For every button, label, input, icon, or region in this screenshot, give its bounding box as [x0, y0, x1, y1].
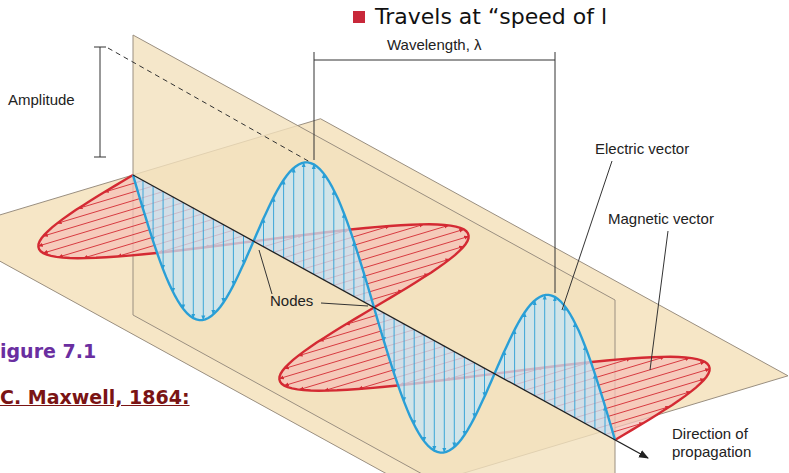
electric-vector: [313, 164, 314, 274]
electric-vector: [263, 218, 264, 247]
electric-vector: [394, 319, 395, 374]
node-leader: [321, 303, 368, 306]
electric-vector: [534, 301, 535, 396]
electric-vector: [223, 225, 224, 303]
electric-vector: [283, 180, 284, 258]
amplitude-bracket: [100, 47, 101, 157]
electric-vector: [404, 324, 405, 402]
electric-vector: [454, 352, 455, 447]
electric-vector: [484, 368, 485, 397]
figure-number: igure 7.1: [0, 340, 96, 363]
propagation-axis: [133, 175, 648, 458]
heading-text: Travels at “speed of l: [375, 4, 607, 30]
author-note: C. Maxwell, 1864:: [0, 386, 190, 409]
electric-curve: [374, 308, 495, 453]
electric-vector: [414, 330, 415, 425]
electric-vector: [323, 174, 324, 280]
electric-vector: [343, 213, 344, 291]
electric-lobe: [133, 175, 254, 320]
electric-vector: [434, 341, 435, 451]
electric-vector: [303, 163, 304, 269]
electric-vector: [353, 242, 354, 297]
amplitude-tick: [94, 157, 106, 158]
electric-vector: [233, 230, 234, 285]
wavelength-bracket: [314, 60, 555, 61]
electric-vector: [153, 186, 154, 241]
electric-vector: [213, 219, 214, 314]
electric-vector: [333, 190, 334, 285]
amplitude-label: Amplitude: [8, 91, 75, 109]
electric-vector: [554, 297, 555, 407]
electric-vector: [173, 197, 174, 292]
wavelength-tick: [314, 52, 315, 160]
electric-vector: [203, 214, 204, 320]
electric-vector: [193, 208, 194, 318]
electric-curve: [133, 175, 254, 320]
electric-vector: [594, 374, 595, 429]
electric-vector: [574, 323, 575, 418]
nodes-label: Nodes: [270, 292, 313, 310]
electric-vector: [163, 192, 164, 270]
magnetic-vector-label: Magnetic vector: [608, 210, 714, 228]
electric-vector: [424, 335, 425, 441]
leader-lines: [94, 47, 668, 370]
electric-vector: [524, 313, 525, 391]
electric-vector: [293, 168, 294, 263]
electric-vector: [183, 203, 184, 309]
amplitude-tick: [94, 47, 106, 48]
electric-leader: [562, 161, 612, 310]
bullet-square: [353, 11, 365, 23]
electric-vector: [243, 236, 244, 265]
wavelength-label: Wavelength, λ: [387, 36, 482, 54]
electric-lobe: [495, 295, 616, 440]
electric-vector: [584, 346, 585, 424]
magnetic-leader: [650, 231, 668, 370]
wavelength-tick: [555, 52, 556, 293]
amplitude-dash: [108, 48, 310, 162]
electric-lobe: [254, 162, 375, 307]
electric-curve: [254, 162, 375, 307]
vertical-plane: [133, 35, 615, 473]
direction-label: Direction of propagation: [672, 425, 780, 461]
electric-lobe: [374, 308, 495, 453]
electric-vector: [464, 357, 465, 435]
electric-vector: [564, 306, 565, 412]
electric-vector: [504, 351, 505, 380]
electric-vector-label: Electric vector: [595, 140, 689, 158]
electric-vector: [444, 346, 445, 452]
electric-curve: [495, 295, 616, 440]
electric-vector: [273, 197, 274, 252]
node-leader: [259, 250, 272, 294]
electric-vector: [474, 363, 475, 418]
electric-vector: [514, 330, 515, 385]
electric-vector: [544, 295, 545, 401]
